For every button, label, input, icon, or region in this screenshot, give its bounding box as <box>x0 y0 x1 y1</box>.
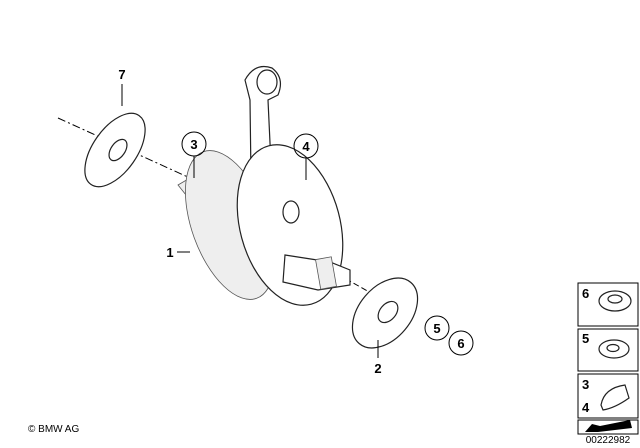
callout-6[interactable]: 6 <box>448 330 474 356</box>
callout-7[interactable]: 7 <box>118 67 126 106</box>
arrow-icon <box>585 420 632 432</box>
callout-2[interactable]: 2 <box>374 340 382 376</box>
callout-3[interactable]: 3 <box>181 131 207 178</box>
svg-text:5: 5 <box>433 321 440 336</box>
legend-key-box <box>577 373 639 419</box>
callout-5[interactable]: 5 <box>424 315 450 341</box>
legend-arrow-box <box>577 419 639 435</box>
svg-text:3: 3 <box>190 137 197 152</box>
svg-text:7: 7 <box>118 67 125 82</box>
legend-nut-box <box>577 282 639 327</box>
crankshaft[interactable] <box>168 65 360 318</box>
copyright: © BMW AG <box>28 424 79 435</box>
washer-right[interactable] <box>339 266 430 361</box>
washer-left[interactable] <box>73 103 157 197</box>
svg-text:4: 4 <box>302 139 310 154</box>
svg-text:6: 6 <box>457 336 464 351</box>
nut-icon <box>598 290 632 312</box>
diagram-id: 00222982 <box>586 435 631 446</box>
svg-text:4: 4 <box>582 400 590 415</box>
woodruff-key-icon <box>600 384 630 411</box>
callout-4[interactable]: 4 <box>293 133 319 180</box>
svg-text:2: 2 <box>374 361 381 376</box>
svg-text:5: 5 <box>582 331 589 346</box>
svg-text:1: 1 <box>166 245 173 260</box>
svg-text:6: 6 <box>582 286 589 301</box>
callout-1[interactable]: 1 <box>166 245 190 260</box>
legend-washer-box <box>577 328 639 372</box>
svg-text:3: 3 <box>582 377 589 392</box>
legend: 6 5 3 4 00222982 <box>577 282 639 446</box>
washer-icon <box>598 339 630 359</box>
